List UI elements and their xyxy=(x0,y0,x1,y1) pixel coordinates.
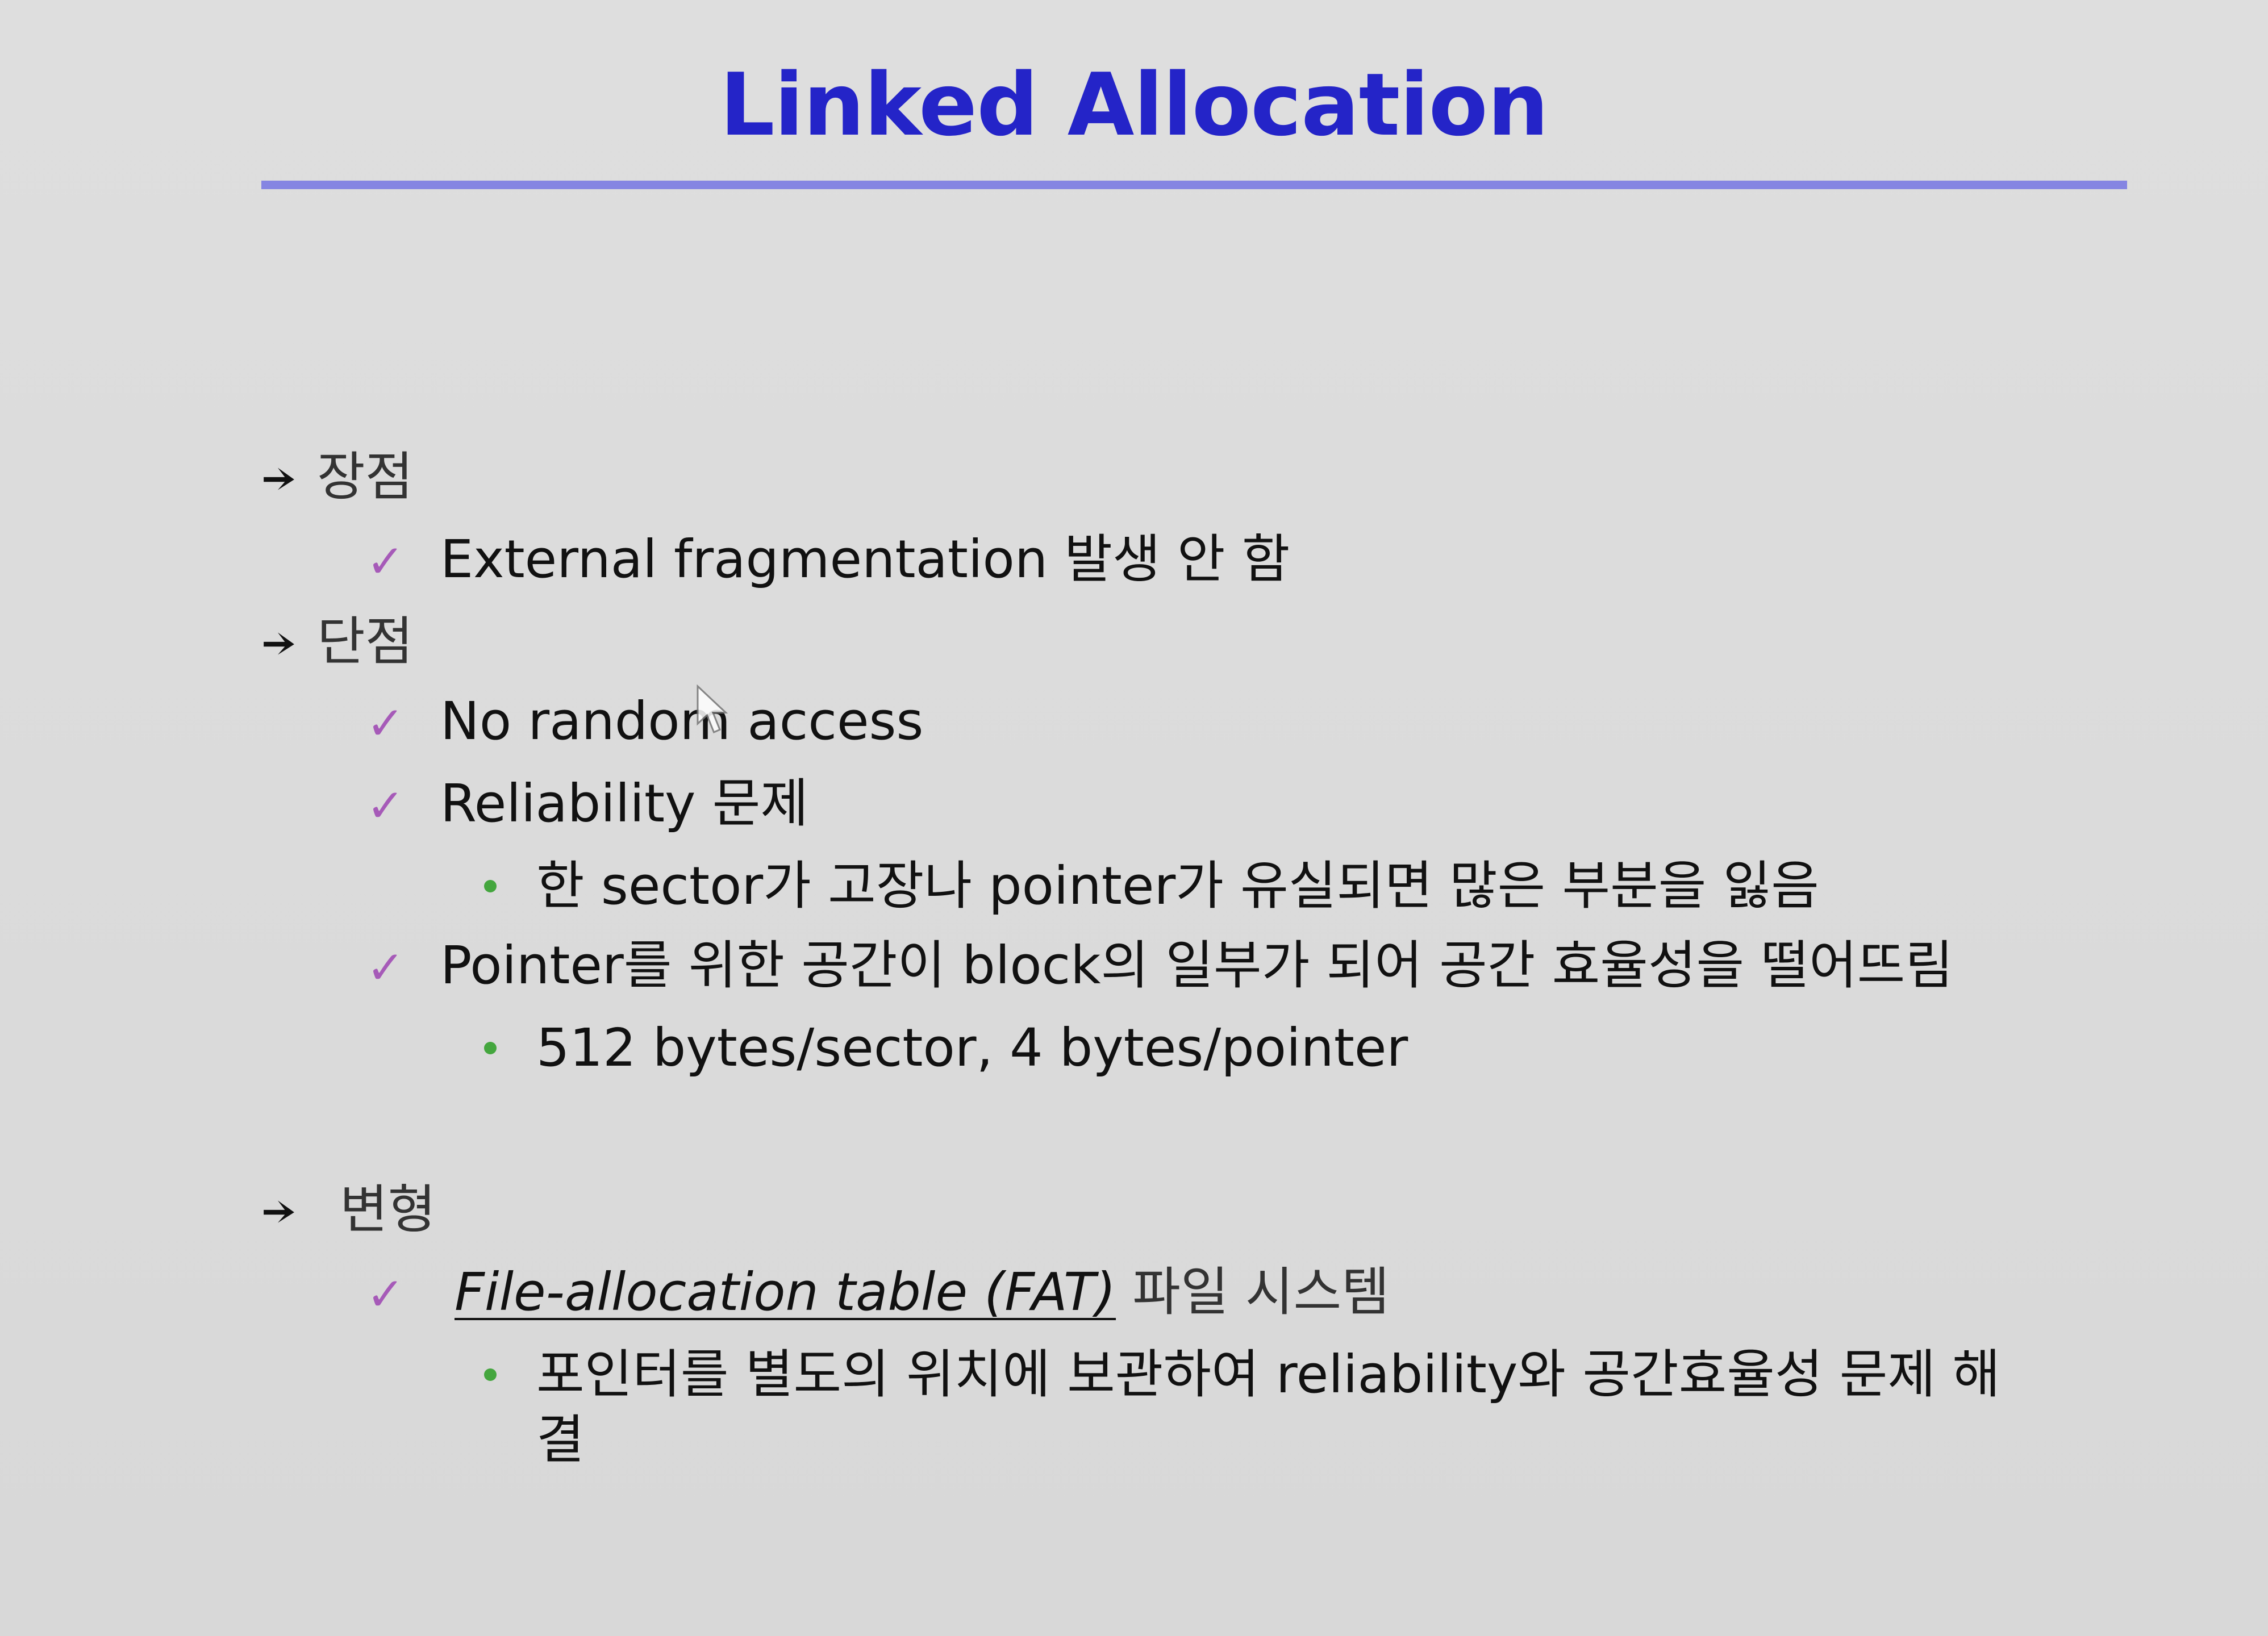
check-mark-icon: ✓ xyxy=(366,697,405,750)
arrow-bullet-icon xyxy=(264,468,294,490)
pros-heading-text: 장점 xyxy=(317,446,414,507)
check-mark-icon: ✓ xyxy=(366,535,405,588)
dot-bullet-icon xyxy=(484,879,497,892)
cons-item-2-sub-1-text: 한 sector가 고장나 pointer가 유실되면 많은 부분을 잃음 xyxy=(536,855,1819,916)
bullet-cons-item-3: ✓ Pointer를 위한 공간이 block의 일부가 되어 공간 효율성을 떨… xyxy=(366,929,1953,1005)
dot-bullet-icon xyxy=(484,1368,497,1381)
arrow-bullet-icon xyxy=(264,632,294,655)
check-mark-icon: ✓ xyxy=(366,1268,405,1321)
cons-item-3-text: Pointer를 위한 공간이 block의 일부가 되어 공간 효율성을 떨어… xyxy=(440,935,1953,996)
arrow-bullet-icon xyxy=(264,1200,294,1223)
bullet-cons-heading: 단점 xyxy=(261,605,413,679)
variant-item-1-sub-1-line-1: 포인터를 별도의 위치에 보관하여 reliability와 공간효율성 문제 … xyxy=(536,1344,2000,1405)
bullet-variant-item-1-sub-1-cont: 결 xyxy=(536,1403,585,1477)
mouse-cursor-icon xyxy=(697,685,728,733)
cons-item-2-text: Reliability 문제 xyxy=(440,773,809,834)
bullet-cons-item-3-sub-1: 512 bytes/sector, 4 bytes/pointer xyxy=(477,1011,1408,1085)
bullet-pros-item-1: ✓ External fragmentation 발생 안 함 xyxy=(366,523,1290,599)
dot-bullet-icon xyxy=(484,1041,497,1054)
check-mark-icon: ✓ xyxy=(366,941,405,994)
bullet-variant-heading: 변형 xyxy=(261,1173,436,1247)
bullet-cons-item-1: ✓ No random access xyxy=(366,685,923,761)
bullet-pros-heading: 장점 xyxy=(261,440,413,514)
bullet-cons-item-2: ✓ Reliability 문제 xyxy=(366,767,808,843)
variant-heading-text: 변형 xyxy=(340,1179,436,1240)
bullet-variant-item-1-sub-1: 포인터를 별도의 위치에 보관하여 reliability와 공간효율성 문제 … xyxy=(477,1338,2000,1412)
cons-item-1-text: No random access xyxy=(440,691,924,752)
variant-item-1-sub-1-line-2: 결 xyxy=(536,1409,585,1470)
fat-term: File-allocation table (FAT) xyxy=(455,1262,1116,1322)
cons-heading-text: 단점 xyxy=(317,611,414,672)
bullet-cons-item-2-sub-1: 한 sector가 고장나 pointer가 유실되면 많은 부분을 잃음 xyxy=(477,849,1819,923)
pros-item-1-text: External fragmentation 발생 안 함 xyxy=(440,529,1290,590)
variant-item-1-rest-text: 파일 시스템 xyxy=(1116,1262,1390,1322)
title-underline-rule xyxy=(261,181,2127,189)
check-mark-icon: ✓ xyxy=(366,779,405,832)
bullet-variant-item-1: ✓ File-allocation table (FAT) 파일 시스템 xyxy=(366,1255,1390,1332)
cons-item-3-sub-1-text: 512 bytes/sector, 4 bytes/pointer xyxy=(536,1017,1408,1078)
slide-title: Linked Allocation xyxy=(719,55,1549,155)
